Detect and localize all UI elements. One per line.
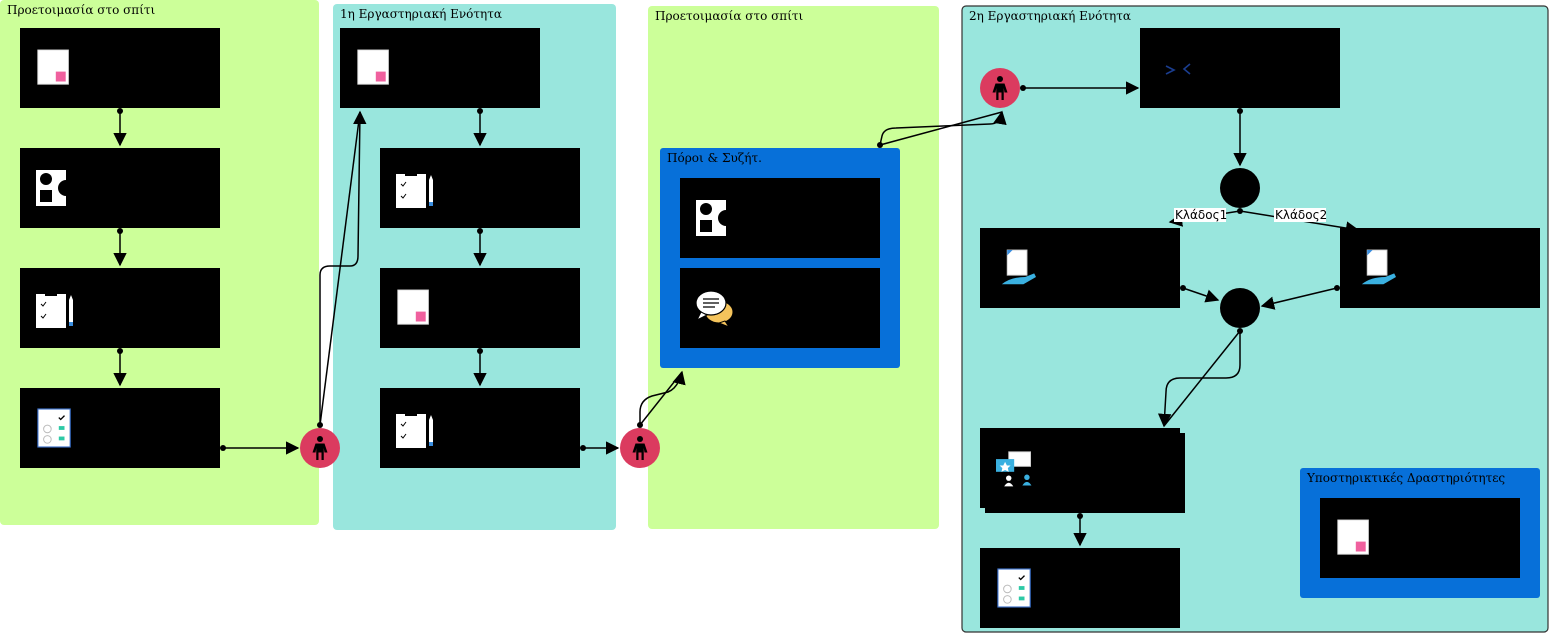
connection-dot — [317, 422, 323, 428]
activity-reading-1[interactable] — [20, 28, 220, 108]
activity-box[interactable] — [1140, 28, 1340, 108]
document-icon — [37, 49, 69, 85]
branch1-label: Κλάδος1 — [1175, 208, 1227, 222]
lane-title: 1η Εργαστηριακή Ενότητα — [340, 7, 502, 21]
connection-dot — [580, 445, 586, 451]
flow-arrow — [879, 111, 1003, 146]
activity-clipboard-3[interactable] — [380, 388, 580, 468]
activity-clipboard-1[interactable] — [20, 268, 220, 348]
flow-arrow — [1182, 287, 1220, 303]
activity-reading-4[interactable] — [1320, 498, 1520, 578]
checklist-icon — [997, 568, 1031, 608]
connection-dot — [637, 422, 643, 428]
activity-checklist-1[interactable] — [20, 388, 220, 468]
connection-dot — [117, 228, 123, 234]
join-gateway[interactable] — [1220, 288, 1260, 328]
lane-title: Προετοιμασία στο σπίτι — [655, 9, 804, 23]
lane-title: 2η Εργαστηριακή Ενότητα — [969, 9, 1131, 23]
lane-title: Προετοιμασία στο σπίτι — [7, 3, 156, 17]
activity-reading-3[interactable] — [380, 268, 580, 348]
connection-dot — [477, 108, 483, 114]
group-title: Πόροι & Συζήτ. — [667, 151, 762, 165]
flow-arrow — [879, 110, 1007, 146]
activity-shapes-1[interactable] — [20, 148, 220, 228]
document-icon — [1337, 519, 1369, 555]
connection-dot — [1180, 285, 1186, 291]
connection-dot — [220, 445, 226, 451]
activity-group-chat[interactable] — [980, 428, 1185, 513]
branch2-label: Κλάδος2 — [1275, 208, 1327, 222]
flow-arrow — [639, 370, 686, 425]
connection-dot — [1077, 513, 1083, 519]
activity-discussion[interactable] — [680, 268, 880, 348]
activity-shapes-2[interactable] — [680, 178, 880, 258]
activity-reading-2[interactable] — [340, 28, 540, 108]
connection-dot — [1237, 328, 1243, 334]
flow-arrow — [319, 111, 361, 426]
connection-dot — [477, 348, 483, 354]
connection-dot — [877, 142, 883, 148]
person-node-2[interactable] — [620, 428, 660, 468]
flow-arrow — [1163, 330, 1241, 427]
branch2-label-background — [1274, 208, 1326, 222]
group-title: Υποστηρικτικές Δραστηριότητες — [1306, 471, 1505, 485]
activity-code[interactable] — [1140, 28, 1340, 108]
activity-hand-document-2[interactable] — [1340, 228, 1540, 308]
flow-arrow — [1260, 287, 1338, 310]
split-gateway[interactable] — [1220, 168, 1260, 208]
document-icon — [397, 289, 429, 325]
flow-arrow — [639, 371, 683, 426]
person-node-3[interactable] — [980, 68, 1020, 108]
activity-hand-document-1[interactable] — [980, 228, 1180, 308]
activity-checklist-2[interactable] — [980, 548, 1180, 628]
checklist-icon — [37, 408, 71, 448]
connection-dot — [117, 348, 123, 354]
connection-dot — [1334, 285, 1340, 291]
person-node-1[interactable] — [300, 428, 340, 468]
branch1-label-background — [1174, 208, 1226, 222]
document-icon — [357, 49, 389, 85]
connection-dot — [477, 228, 483, 234]
connection-dot — [117, 108, 123, 114]
connection-dot — [1237, 108, 1243, 114]
activity-clipboard-2[interactable] — [380, 148, 580, 228]
connection-dots — [117, 85, 1340, 519]
connection-dot — [1237, 208, 1243, 214]
connection-dot — [1020, 85, 1026, 91]
